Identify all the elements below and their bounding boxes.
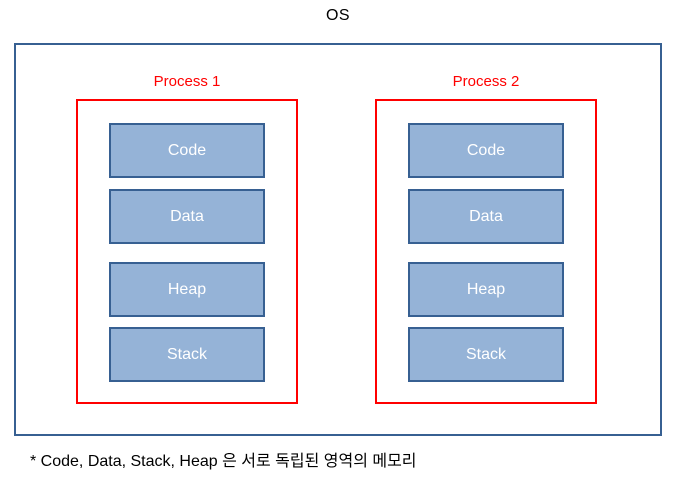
process-2-data-block: Data [408,189,564,244]
process-2-stack-block: Stack [408,327,564,382]
process-2-heap-block: Heap [408,262,564,317]
process-1-heap-block: Heap [109,262,265,317]
footnote-text: * Code, Data, Stack, Heap 은 서로 독립된 영역의 메… [30,453,417,470]
process-1-data-block: Data [109,189,265,244]
process-1-box: Code Data Heap Stack [76,99,298,404]
process-1-label: Process 1 [153,73,221,90]
process-1-stack-block: Stack [109,327,265,382]
process-2-box: Code Data Heap Stack [375,99,597,404]
process-1-code-block: Code [109,123,265,178]
os-title: OS [325,7,351,24]
process-2-label: Process 2 [452,73,520,90]
process-2-code-block: Code [408,123,564,178]
